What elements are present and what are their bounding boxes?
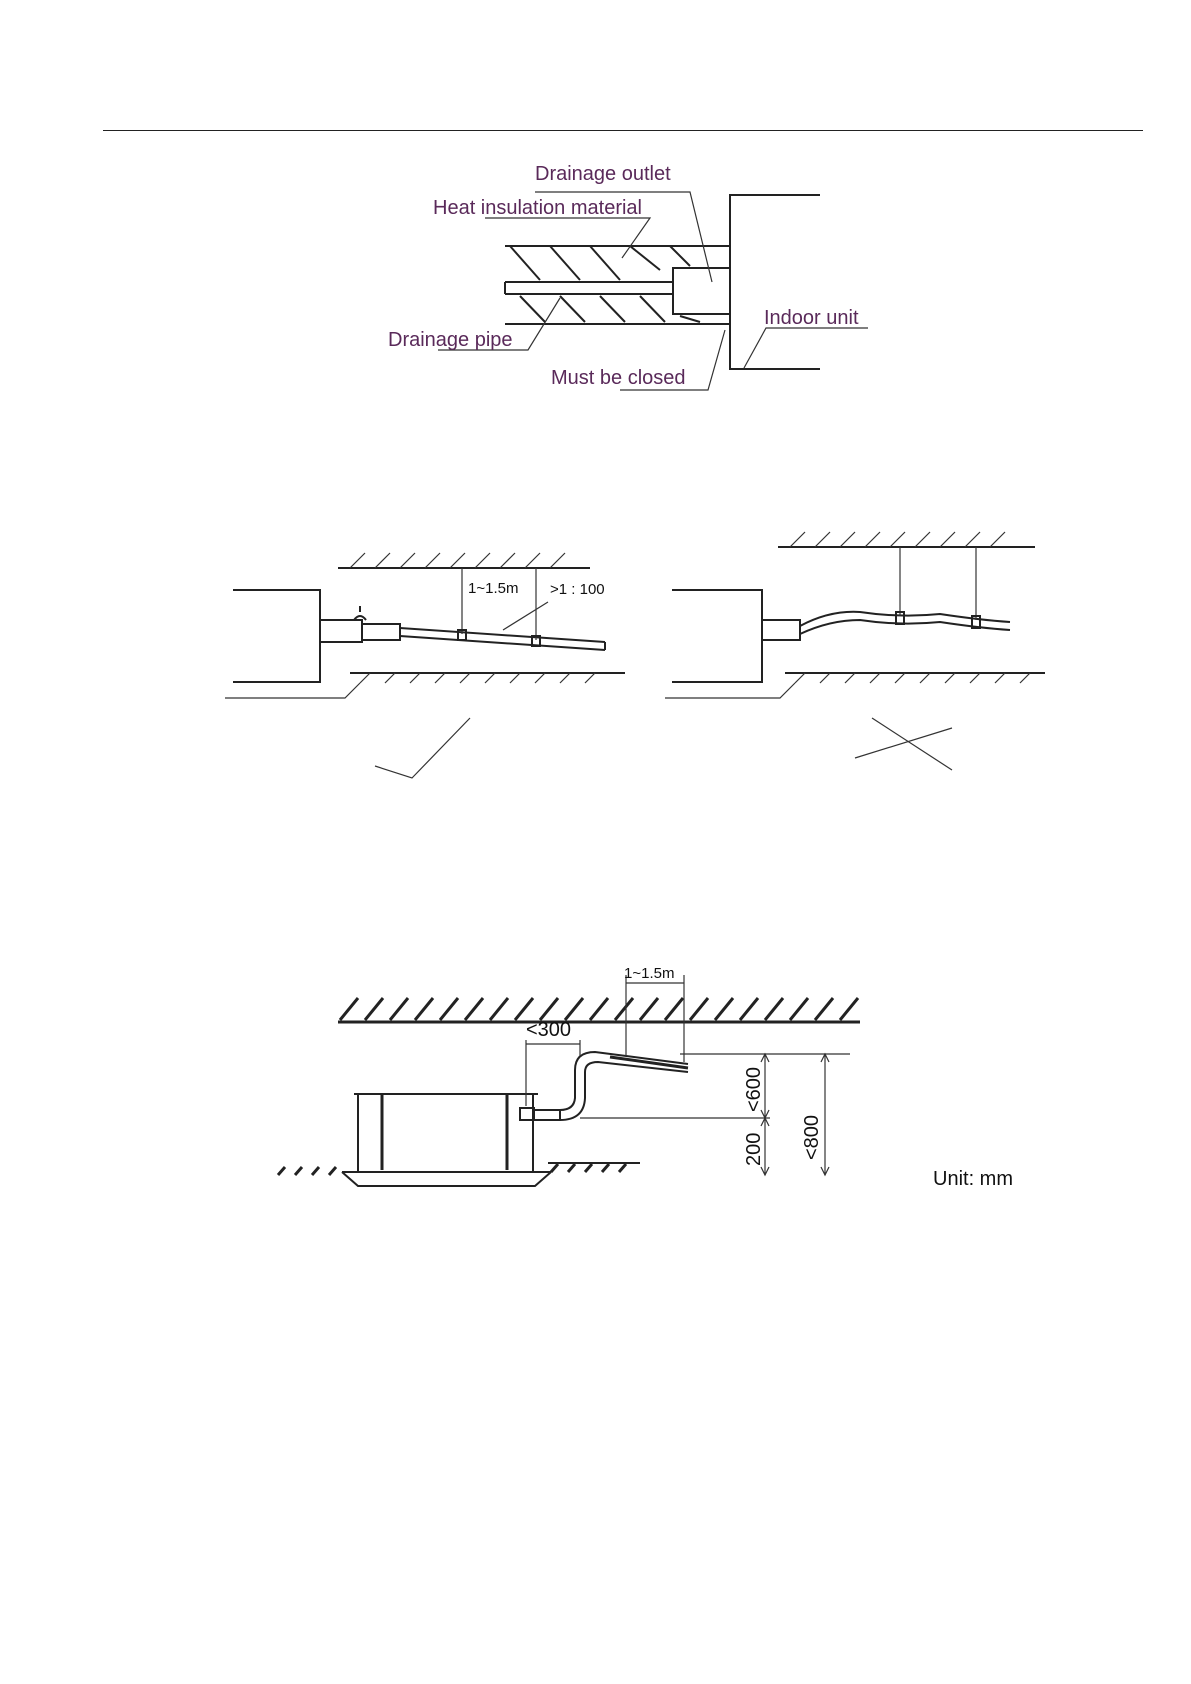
label-hanger-spacing: 1~1.5m	[624, 965, 674, 982]
label-height-200: 200	[743, 1133, 765, 1166]
label-unit: Unit: mm	[933, 1168, 1013, 1190]
label-height-800: <800	[801, 1115, 823, 1160]
drain-lift-diagram: 1~1.5m <300 <600 200 <800 Unit: mm	[0, 0, 1191, 1240]
label-height-600: <600	[743, 1067, 765, 1112]
label-distance-300: <300	[526, 1019, 571, 1041]
